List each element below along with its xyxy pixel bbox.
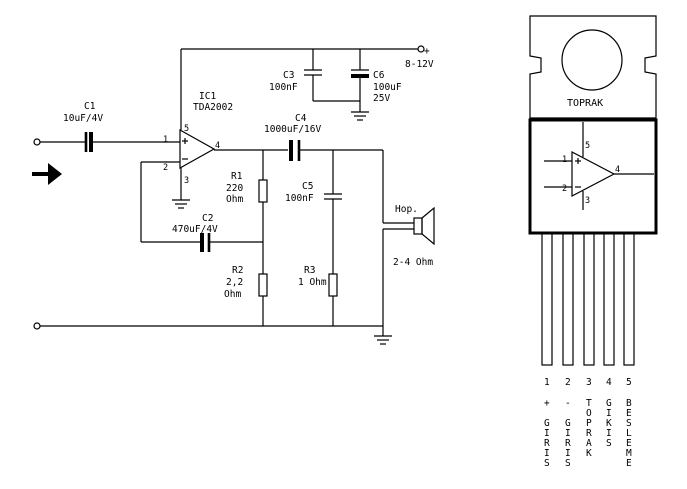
mounting-hole-icon <box>561 29 623 91</box>
ground-input-terminal <box>33 322 41 330</box>
capacitor-c5: C5 100nF <box>285 150 342 274</box>
input-terminal <box>33 138 86 146</box>
r1-ref: R1 <box>231 171 243 182</box>
ic1-part: TDA2002 <box>193 102 233 113</box>
r3-value: 1 Ohm <box>298 277 327 288</box>
r1-value: 220 <box>226 183 243 194</box>
opamp-ic1: IC1 TDA2002 1 2 3 4 5 <box>163 91 233 186</box>
c2-value: 470uF/4V <box>172 224 218 235</box>
package-pin3-label: 3 <box>585 196 590 206</box>
resistor-r2: R2 2,2 Ohm <box>224 265 268 326</box>
c3-value: 100nF <box>269 82 298 93</box>
legend-pin-number: 2 <box>565 377 571 388</box>
supply-plus: + <box>424 46 430 57</box>
speaker-impedance: 2-4 Ohm <box>393 257 433 268</box>
ic1-ref: IC1 <box>199 91 216 102</box>
c1-ref: C1 <box>84 101 96 112</box>
package-pin1-label: 1 <box>562 155 567 165</box>
speaker-icon: Hop. 2-4 Ohm <box>382 150 435 336</box>
c6-value: 100uF <box>373 82 402 93</box>
legend-pin-number: 3 <box>586 377 592 388</box>
capacitor-c2: C2 470uF/4V <box>172 213 263 252</box>
supply-terminal <box>417 45 425 53</box>
package-lead-4 <box>603 232 615 366</box>
c2-ref: C2 <box>202 213 213 224</box>
ground-icon-ic <box>172 199 190 209</box>
legend-pin-number: 5 <box>626 377 632 388</box>
ic1-pin2: 2 <box>163 163 168 173</box>
package-tab-label: TOPRAK <box>567 98 603 109</box>
ground-icon-main <box>374 335 392 345</box>
r3-ref: R3 <box>304 265 315 276</box>
package-lead-2 <box>562 232 574 366</box>
resistor-r1: R1 220 Ohm <box>226 150 268 274</box>
r2-unit: Ohm <box>224 289 241 300</box>
package-pin5-label: 5 <box>585 141 590 151</box>
legend-pin-number: 1 <box>544 377 550 388</box>
capacitor-c4: C4 1000uF/16V <box>264 113 383 161</box>
r2-value: 2,2 <box>226 277 243 288</box>
legend-pin-number: 4 <box>606 377 612 388</box>
c5-ref: C5 <box>302 181 313 192</box>
resistor-r3: R3 1 Ohm <box>298 265 338 326</box>
c3-ref: C3 <box>283 70 294 81</box>
supply-voltage: 8-12V <box>405 59 434 70</box>
c6-ref: C6 <box>373 70 385 81</box>
c4-ref: C4 <box>295 113 307 124</box>
r1-unit: Ohm <box>226 194 243 205</box>
ic-package: TOPRAK 1 2 3 4 5 <box>528 15 658 366</box>
c4-value: 1000uF/16V <box>264 124 321 135</box>
package-lead-1 <box>541 232 553 366</box>
ic1-pin5: 5 <box>184 124 189 134</box>
package-pin2-label: 2 <box>562 184 567 194</box>
capacitor-c3: C3 100nF <box>269 49 360 102</box>
ground-icon-c6 <box>351 111 369 121</box>
r2-ref: R2 <box>232 265 243 276</box>
package-pin4-label: 4 <box>615 165 620 175</box>
capacitor-c1: C1 10uF/4V <box>63 101 180 152</box>
package-lead-3 <box>583 232 595 366</box>
ic1-pin4: 4 <box>215 141 220 151</box>
c6-voltage: 25V <box>373 93 390 104</box>
package-lead-5 <box>623 232 635 366</box>
ic1-pin1: 1 <box>163 135 168 145</box>
capacitor-c6: C6 100uF 25V <box>351 49 402 112</box>
ic1-pin3: 3 <box>184 176 189 186</box>
c1-value: 10uF/4V <box>63 113 103 124</box>
input-arrow-icon <box>32 163 62 185</box>
speaker-label: Hop. <box>395 204 418 215</box>
c5-value: 100nF <box>285 193 314 204</box>
